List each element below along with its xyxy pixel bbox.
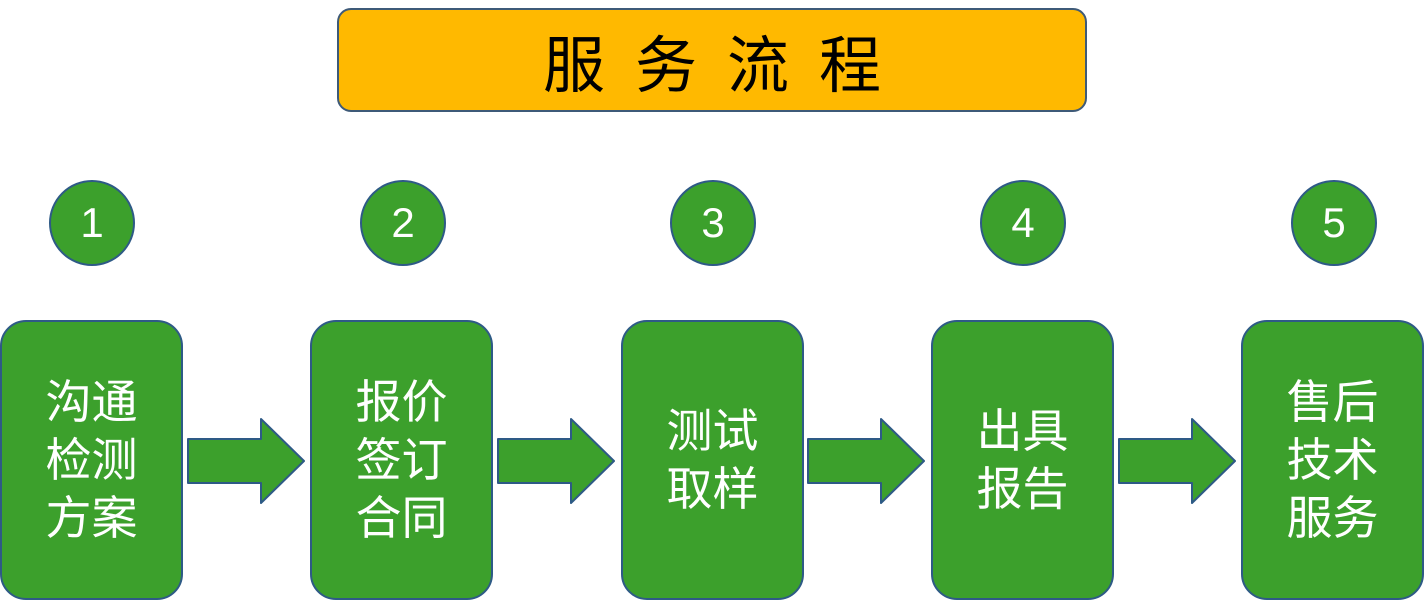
step-box: 出具 报告: [931, 320, 1114, 600]
step-label: 测试 取样: [666, 404, 759, 516]
arrow-right-icon: [807, 418, 925, 504]
step-box: 报价 签订 合同: [310, 320, 493, 600]
step-number-badge: 3: [670, 180, 756, 266]
step-number-badge: 2: [360, 180, 446, 266]
arrow-right-icon: [1118, 418, 1236, 504]
arrow-right-icon: [187, 418, 305, 504]
step-label: 出具 报告: [976, 404, 1069, 516]
step-box: 沟通 检测 方案: [0, 320, 183, 600]
step-number-badge: 4: [980, 180, 1066, 266]
arrow-right-icon: [497, 418, 615, 504]
step-label: 售后 技术 服务: [1286, 375, 1379, 545]
step-box: 售后 技术 服务: [1241, 320, 1424, 600]
step-label: 报价 签订 合同: [355, 375, 448, 545]
page-title: 服务流程: [337, 8, 1087, 112]
step-number-badge: 1: [49, 180, 135, 266]
step-box: 测试 取样: [621, 320, 804, 600]
step-label: 沟通 检测 方案: [45, 375, 138, 545]
step-number-badge: 5: [1291, 180, 1377, 266]
